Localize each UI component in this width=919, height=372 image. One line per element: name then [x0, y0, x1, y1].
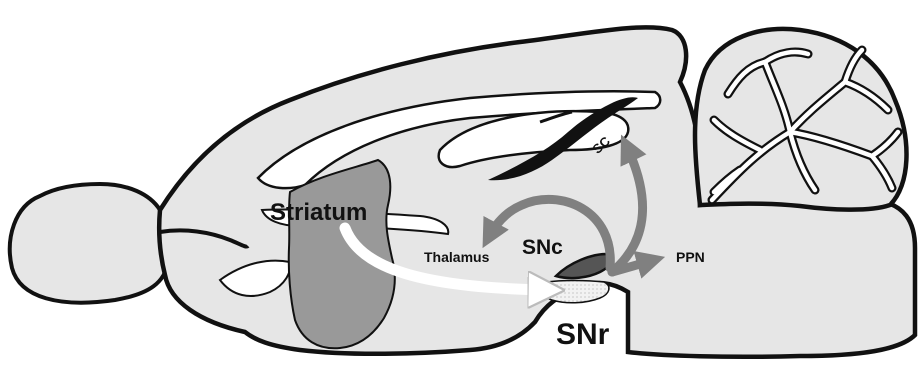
label-snc: SNc [522, 236, 563, 259]
label-thalamus: Thalamus [424, 249, 490, 265]
label-ppn: PPN [676, 249, 705, 265]
olfactory-bulb [10, 184, 169, 303]
label-snr: SNr [556, 318, 610, 351]
label-striatum: Striatum [270, 199, 367, 226]
striatum-region [289, 160, 395, 348]
